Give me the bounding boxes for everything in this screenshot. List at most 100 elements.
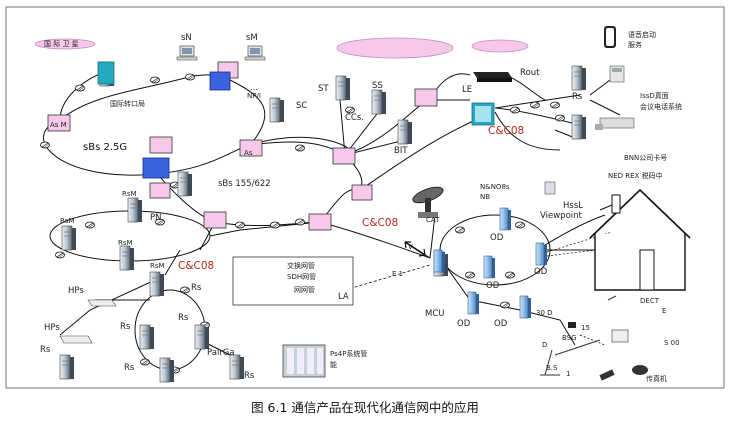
label-hps-2: HPs [44, 323, 60, 333]
label-e: E [662, 307, 666, 315]
switch-lower-left [149, 182, 171, 199]
label-fax: 传真机 [646, 374, 667, 383]
ring-sbs25-bottom [43, 119, 351, 176]
link-e1 [344, 264, 431, 291]
label-cat: CAT [426, 216, 440, 224]
label-np: NP/I [247, 92, 261, 100]
label-isdn-1: IssD真面 [640, 91, 669, 100]
label-intl-office: 国际转口局 [110, 99, 145, 108]
label-15: 15 [581, 324, 590, 332]
link-od-house-2 [544, 214, 606, 246]
label-cc08-low: C&C08 [178, 260, 214, 272]
link-cc08-isdn [494, 107, 581, 126]
terminal-icons [540, 295, 648, 381]
link-cc08-ring [359, 117, 481, 191]
label-sdh: SDH网管 [287, 272, 316, 281]
label-sm: sM [246, 33, 258, 43]
label-dots: ... [250, 83, 258, 93]
label-od-1: OD [490, 233, 504, 243]
label-viewpoint: Viewpoint [540, 211, 583, 221]
ps4p-rack-icon [282, 344, 326, 378]
ring-sbs155 [149, 164, 361, 227]
label-sbs155: sBs 155/622 [218, 179, 271, 189]
label-bs: B.S [546, 364, 558, 372]
label-as-left: As M [50, 121, 67, 129]
labels: 国 际 卫 星 sN sM ... NP/I SC 国际转口局 As M sBs… [40, 30, 682, 383]
switch-center [332, 147, 356, 165]
router-icon [473, 72, 512, 82]
label-rs-a: Rs [191, 283, 202, 293]
switch-cc08-mid [351, 184, 373, 201]
label-bnn: BNN公司卡号 [624, 153, 667, 162]
conference-system-icon [595, 117, 635, 130]
label-exchange: 交换网管 [287, 261, 315, 270]
switch-mcu-link [308, 213, 332, 231]
label-paircga: PairGa [207, 348, 235, 358]
cat-dish-icon [412, 186, 444, 218]
label-rs-c: Rs [178, 313, 189, 323]
label-sn: sN [181, 33, 192, 43]
label-phone-2: 服务 [628, 40, 642, 49]
label-od-3: OD [486, 281, 500, 291]
label-one: 1 [566, 370, 570, 378]
switch-pn-right [203, 211, 227, 229]
label-mcu: MCU [425, 309, 445, 319]
switch-blue-top [209, 71, 231, 91]
switch-as-mid [239, 139, 263, 157]
switch-boxes [47, 61, 438, 231]
label-bit: BIT [394, 146, 408, 156]
link-bnn [554, 129, 576, 139]
label-pn: PN [150, 213, 161, 223]
link-st [339, 99, 346, 156]
label-ccs: CCs. [345, 113, 364, 123]
link-pn-ring [209, 221, 321, 237]
label-od-5: OD [494, 319, 508, 329]
label-rs-b: Rs [120, 322, 131, 332]
camera-icon [544, 181, 556, 195]
label-hps-1: HPs [68, 286, 84, 296]
label-le: LE [462, 85, 472, 95]
label-nb: NB [480, 193, 490, 201]
label-isdn-2: 会议电话系统 [640, 102, 682, 111]
management-panel [232, 256, 354, 306]
switch-as-left [47, 114, 71, 132]
phone-icons [604, 26, 625, 83]
intl-office-box [97, 61, 115, 85]
label-rsm-left: RsM [60, 217, 75, 225]
label-cc08-mid: C&C08 [362, 217, 398, 229]
link-cc08-rs [494, 94, 581, 109]
label-hssl: HssL [563, 201, 583, 211]
label-rsm-top: RsM [122, 190, 137, 198]
label-net: 网网管 [294, 285, 315, 294]
arrow-v [404, 241, 426, 256]
label-od-2: OD [534, 267, 548, 277]
house-icon [589, 188, 691, 291]
link-phone [589, 79, 611, 96]
label-dect: DECT [640, 297, 660, 305]
link-ss [344, 109, 381, 156]
label-intl-satellite: 国 际 卫 星 [44, 39, 79, 48]
label-st: ST [318, 84, 329, 94]
switch-sbs25 [149, 136, 173, 154]
label-s00: S 00 [664, 339, 680, 347]
label-rs-f: Rs [244, 371, 255, 381]
figure-frame [5, 6, 725, 389]
label-d: D [542, 341, 547, 349]
label-as-mid: As [244, 149, 253, 157]
label-od-4: OD [457, 319, 471, 329]
label-rsm-bottom: RsM [118, 239, 133, 247]
label-phone-1: 语音启动 [628, 30, 656, 39]
cloud-ellipse-1 [336, 37, 454, 59]
label-ps4p-2: 能 [330, 360, 337, 369]
link-cc08-bnn [494, 111, 561, 151]
switch-le [414, 88, 438, 107]
hps-devices [59, 299, 117, 344]
link-rsm-cc [164, 249, 181, 276]
label-rs-right-top: Rs [572, 92, 583, 102]
label-ned: NED REX 税码中 [608, 171, 663, 180]
figure-caption: 图 6.1 通信产品在现代化通信网中的应用 [251, 400, 479, 415]
label-rout: Rout [520, 68, 540, 78]
label-30d: 30 D [536, 309, 553, 317]
